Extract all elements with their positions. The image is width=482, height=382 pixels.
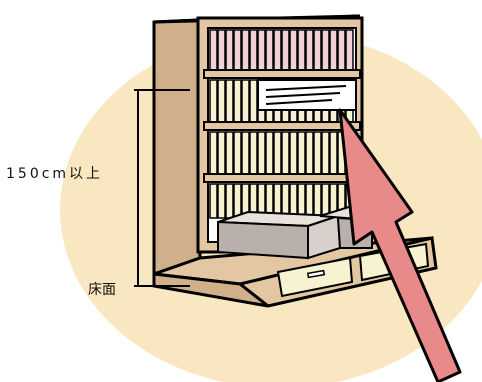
height-dimension (134, 89, 190, 287)
label-sheet (257, 79, 357, 111)
book-spine (209, 29, 218, 71)
book-spine (321, 131, 330, 175)
book-spine (225, 79, 234, 123)
book-spine (273, 29, 282, 71)
book-spine (217, 131, 226, 175)
book-spine (209, 183, 218, 219)
book-spine (217, 29, 226, 71)
book-spine (241, 79, 250, 123)
book-spine (289, 183, 298, 219)
book-spine (265, 29, 274, 71)
book-spine (313, 183, 322, 219)
book-spine (289, 131, 298, 175)
book-spine (241, 29, 250, 71)
book-spine (281, 29, 290, 71)
book-spine (281, 131, 290, 175)
book-spine (297, 183, 306, 219)
book-spine (225, 29, 234, 71)
book-spine (233, 29, 242, 71)
book-spine (233, 131, 242, 175)
book-spine (329, 131, 338, 175)
book-spine (321, 29, 330, 71)
book-spine (305, 29, 314, 71)
book-spine (257, 131, 266, 175)
base-left (152, 272, 269, 308)
book-spine (337, 29, 346, 71)
book-spine (265, 131, 274, 175)
book-spine (297, 131, 306, 175)
book-spine (209, 131, 218, 175)
book-spine (217, 183, 226, 219)
book-spine (273, 131, 282, 175)
books-group (209, 29, 354, 219)
book-spine (233, 79, 242, 123)
book-spine (329, 29, 338, 71)
book-spine (233, 183, 242, 219)
book-spine (305, 183, 314, 219)
book-spine (257, 29, 266, 71)
book-spine (297, 29, 306, 71)
pointing-arrow (338, 108, 462, 382)
floor-label: 床面 (88, 282, 116, 298)
book-spine (313, 29, 322, 71)
book-spine (209, 79, 218, 123)
book-spine (345, 29, 354, 71)
shelf-side-panel (152, 18, 202, 277)
height-label: 150cm以上 (6, 166, 103, 182)
book-spine (225, 131, 234, 175)
book-spine (249, 29, 258, 71)
book-spine (241, 131, 250, 175)
book-spine (217, 79, 226, 123)
book-spine (313, 131, 322, 175)
book-spine (289, 29, 298, 71)
book-spine (225, 183, 234, 219)
book-spine (305, 131, 314, 175)
book-spine (249, 79, 258, 123)
book-spine (249, 131, 258, 175)
shelf-boards (203, 69, 361, 183)
